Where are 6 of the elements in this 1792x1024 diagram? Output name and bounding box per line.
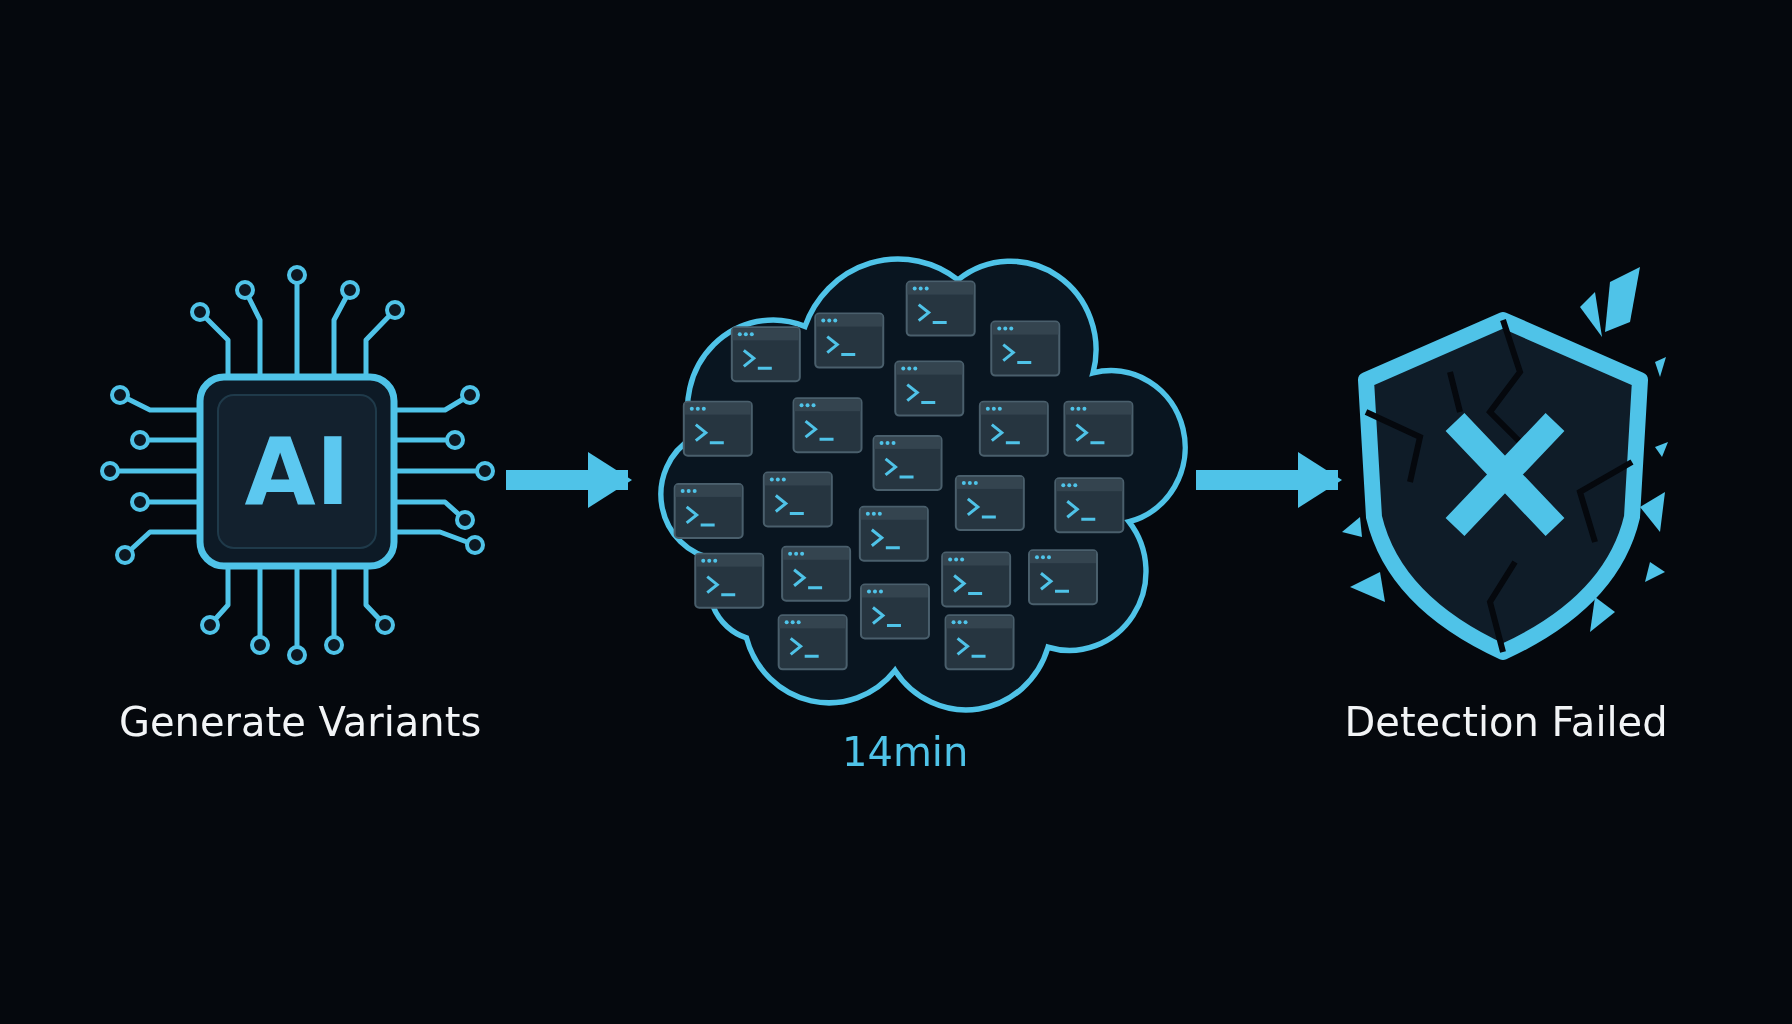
node-label: 14min <box>842 730 969 774</box>
chip-label: AI <box>244 421 350 523</box>
node-label: Detection Failed <box>1344 700 1668 744</box>
node-label: Generate Variants <box>119 700 482 744</box>
arrow <box>1196 452 1342 508</box>
arrow <box>506 452 632 508</box>
